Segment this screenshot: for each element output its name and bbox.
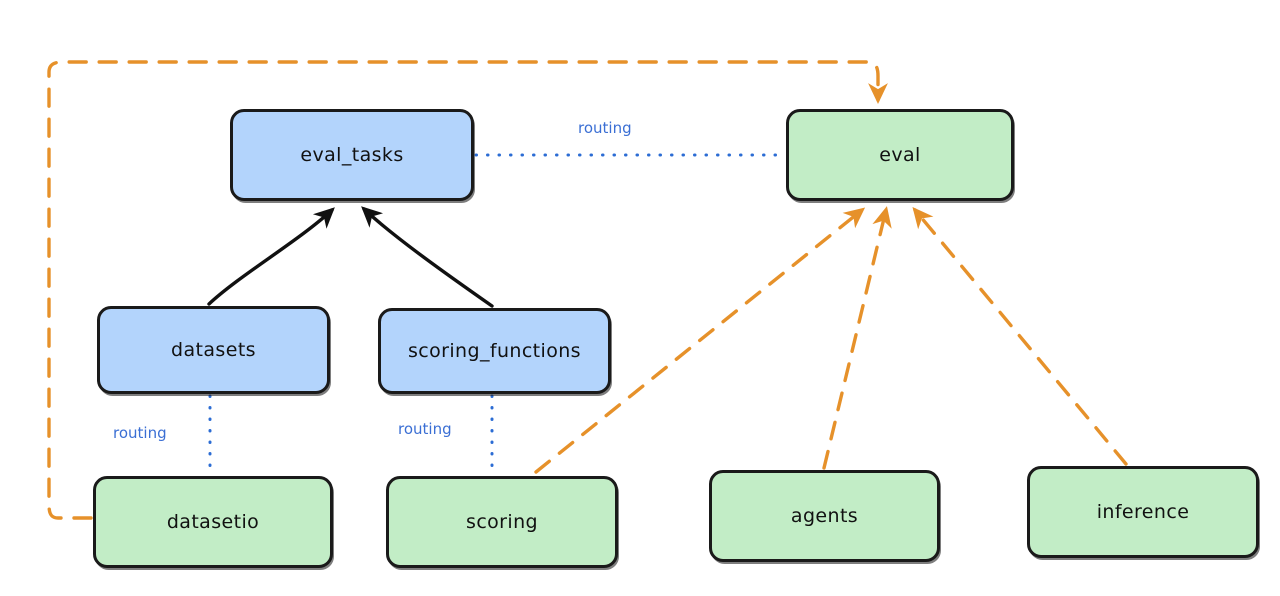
edge-label-routing-datasets-datasetio: routing	[113, 424, 167, 442]
node-datasets[interactable]: datasets	[97, 306, 330, 394]
edge-agents-to-eval	[822, 206, 892, 470]
node-agents[interactable]: agents	[709, 470, 940, 562]
node-label: datasets	[171, 339, 256, 361]
edge-scoring-functions-to-eval-tasks	[361, 206, 494, 308]
node-scoring-functions[interactable]: scoring_functions	[378, 308, 611, 394]
edge-label-routing-scoring-functions-scoring: routing	[398, 420, 452, 438]
node-inference[interactable]: inference	[1027, 466, 1259, 558]
node-scoring[interactable]: scoring	[386, 476, 618, 568]
edge-label-routing-eval-tasks-eval: routing	[578, 119, 632, 137]
node-label: eval	[879, 144, 921, 166]
node-label: scoring	[466, 511, 538, 533]
node-label: datasetio	[166, 511, 260, 533]
node-label: agents	[790, 505, 859, 527]
edge-inference-to-eval	[912, 206, 1128, 466]
node-label: scoring_functions	[408, 340, 581, 362]
edge-datasets-to-eval-tasks	[207, 207, 335, 306]
node-label: inference	[1096, 501, 1190, 523]
node-eval[interactable]: eval	[786, 109, 1014, 201]
node-eval-tasks[interactable]: eval_tasks	[230, 109, 474, 201]
node-datasetio[interactable]: datasetio	[93, 476, 333, 568]
node-label: eval_tasks	[300, 144, 404, 166]
